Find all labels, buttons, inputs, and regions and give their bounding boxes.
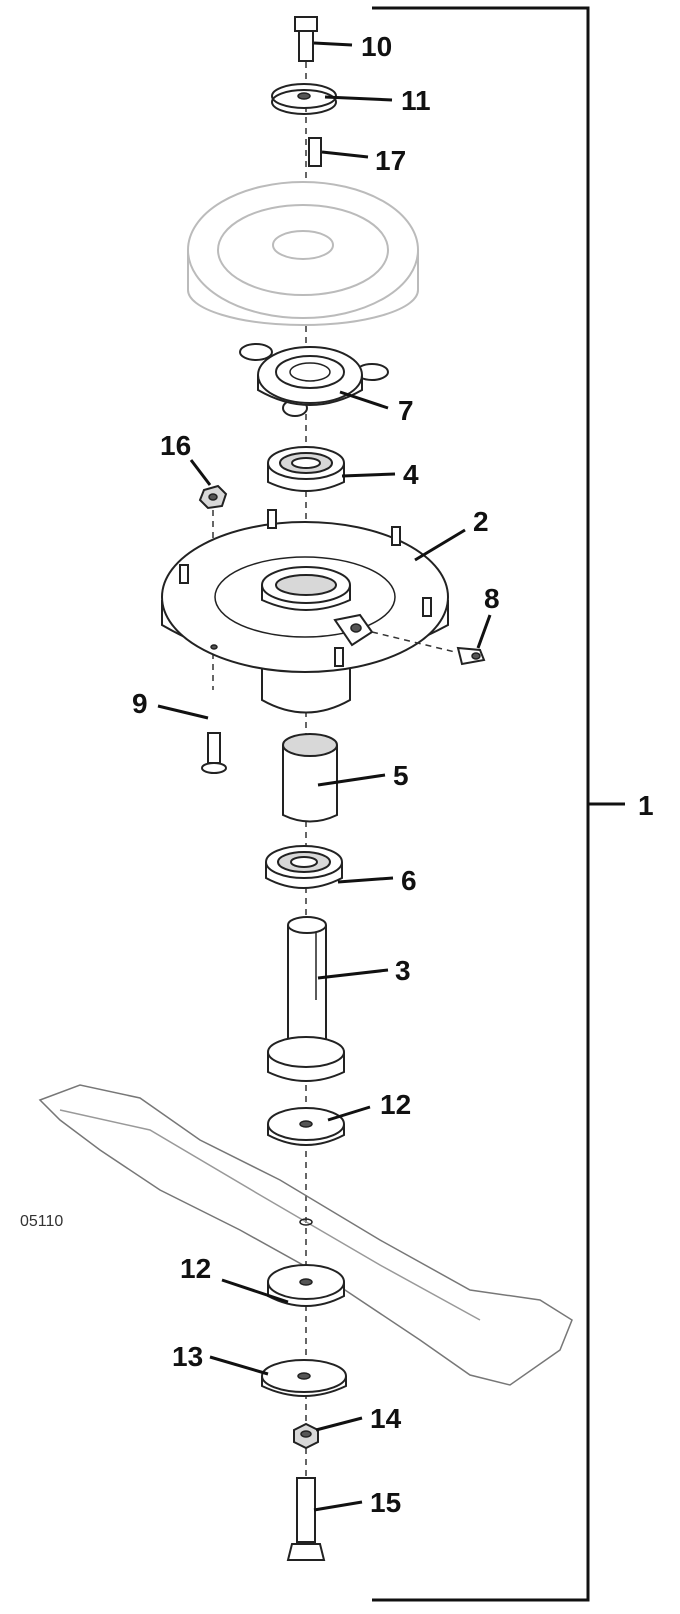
leader-lines [157,41,492,1512]
part-8-grease-fitting [371,631,486,666]
callout-1: 1 [638,790,654,821]
callout-6: 6 [401,865,417,896]
part-6-bearing [265,845,343,889]
part-3-shaft [267,916,345,1082]
part-2-housing [161,509,449,714]
part-10-bolt [294,16,318,62]
callout-10: 10 [361,31,392,62]
drawing-number: 05110 [20,1213,63,1230]
part-15-bolt [286,1477,326,1561]
part-4-bearing [267,446,345,492]
callout-14: 14 [370,1403,402,1434]
callout-16: 16 [160,430,191,461]
callouts: 10 11 17 7 16 4 2 8 9 5 1 6 3 12 12 13 1… [132,31,654,1518]
callout-3: 3 [395,955,411,986]
callout-4: 4 [403,459,419,490]
callout-5: 5 [393,760,409,791]
part-13-washer [261,1359,347,1397]
callout-12-lower: 12 [180,1253,211,1284]
part-12-upper-washer [267,1107,345,1146]
callout-15: 15 [370,1487,401,1518]
callout-8: 8 [484,583,500,614]
pulley [187,181,419,326]
callout-17: 17 [375,145,406,176]
callout-11: 11 [401,85,431,116]
part-14-nut [293,1422,319,1450]
callout-9: 9 [132,688,148,719]
part-9-bolt [201,732,227,774]
part-7-housing [239,343,389,417]
callout-2: 2 [473,506,489,537]
callout-13: 13 [172,1341,203,1372]
mower-blade [38,1084,573,1386]
part-5-spacer [282,733,338,823]
part-17-key [308,137,322,167]
callout-12-upper: 12 [380,1089,411,1120]
assembly-bracket [372,6,625,1602]
callout-7: 7 [398,395,414,426]
part-11-washer [271,83,337,115]
